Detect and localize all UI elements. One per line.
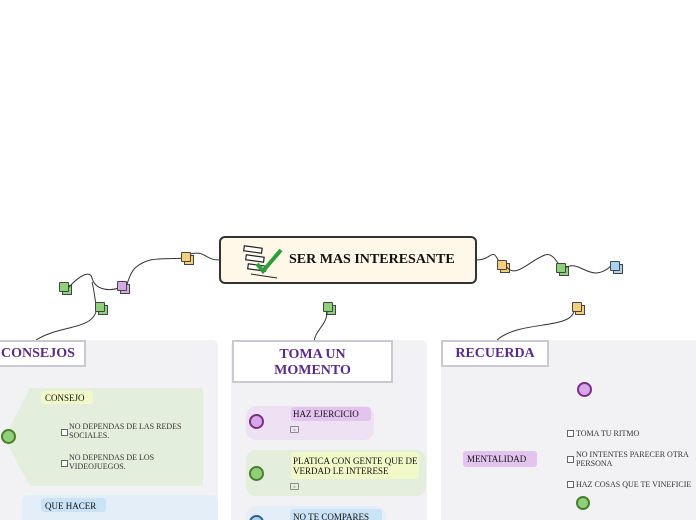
connector-node[interactable] — [95, 302, 108, 315]
consejo-label[interactable]: CONSEJO — [45, 393, 85, 403]
toma-item-2-node[interactable] — [249, 466, 264, 481]
note-icon[interactable]: ≡ — [290, 483, 299, 490]
toma-item-1-highlight — [291, 407, 371, 421]
connector-node[interactable] — [323, 302, 336, 315]
toma-item-1-label[interactable]: HAZ EJERCICIO — [293, 409, 359, 419]
toma-title-line1: TOMA UN — [279, 347, 346, 362]
checkbox[interactable] — [567, 430, 574, 437]
connector-node[interactable] — [59, 282, 72, 295]
connector-node[interactable] — [572, 302, 585, 315]
central-topic[interactable]: SER MAS INTERESANTE — [219, 236, 477, 284]
consejos-topic-node[interactable] — [1, 429, 16, 444]
consejos-title[interactable]: CONSEJOS — [0, 340, 86, 367]
connector-node[interactable] — [181, 252, 194, 265]
recuerda-bottom-node[interactable] — [576, 496, 590, 510]
checkbox[interactable] — [61, 429, 68, 436]
mentalidad-item-3[interactable]: HAZ COSAS QUE TE VINEFICIE — [576, 480, 692, 489]
checklist-icon — [242, 245, 283, 279]
connector-node[interactable] — [556, 263, 569, 276]
checkbox[interactable] — [567, 481, 574, 488]
central-title: SER MAS INTERESANTE — [289, 252, 455, 267]
consejo-bubble — [4, 388, 203, 486]
note-icon[interactable]: ≡ — [290, 426, 299, 433]
toma-item-2-highlight — [291, 452, 419, 479]
que-hacer-highlight — [41, 498, 106, 512]
connector-node[interactable] — [610, 261, 623, 274]
mentalidad-item-1[interactable]: TOMA TU RITMO — [576, 429, 640, 438]
que-hacer-label[interactable]: QUE HACER — [45, 501, 97, 511]
mentalidad-item-2[interactable]: NO INTENTES PARECER OTRA PERSONA — [576, 450, 689, 468]
recuerda-title[interactable]: RECUERDA — [441, 340, 549, 367]
checkbox[interactable] — [61, 460, 68, 467]
toma-item-2-label[interactable]: PLATICA CON GENTE QUE DE VERDAD LE INTER… — [293, 456, 418, 476]
toma-title-line2: MOMENTO — [274, 363, 351, 378]
consejo-item-2[interactable]: NO DEPENDAS DE LOS VIDEOJUEGOS. — [69, 453, 155, 471]
mentalidad-label[interactable]: MENTALIDAD — [467, 454, 527, 464]
checkbox[interactable] — [567, 456, 574, 463]
consejo-highlight — [41, 391, 93, 404]
recuerda-topic-node[interactable] — [577, 382, 592, 397]
connector-node[interactable] — [497, 260, 510, 273]
toma-item-3-highlight — [290, 509, 382, 520]
connector-node[interactable] — [117, 281, 130, 294]
toma-item-1-node[interactable] — [249, 414, 264, 429]
mentalidad-highlight — [463, 451, 537, 467]
toma-title[interactable]: TOMA UN MOMENTO — [232, 340, 393, 383]
toma-item-3-label[interactable]: NO TE COMPARES — [293, 512, 370, 520]
consejo-item-1[interactable]: NO DEPENDAS DE LAS REDES SOCIALES. — [69, 422, 182, 440]
